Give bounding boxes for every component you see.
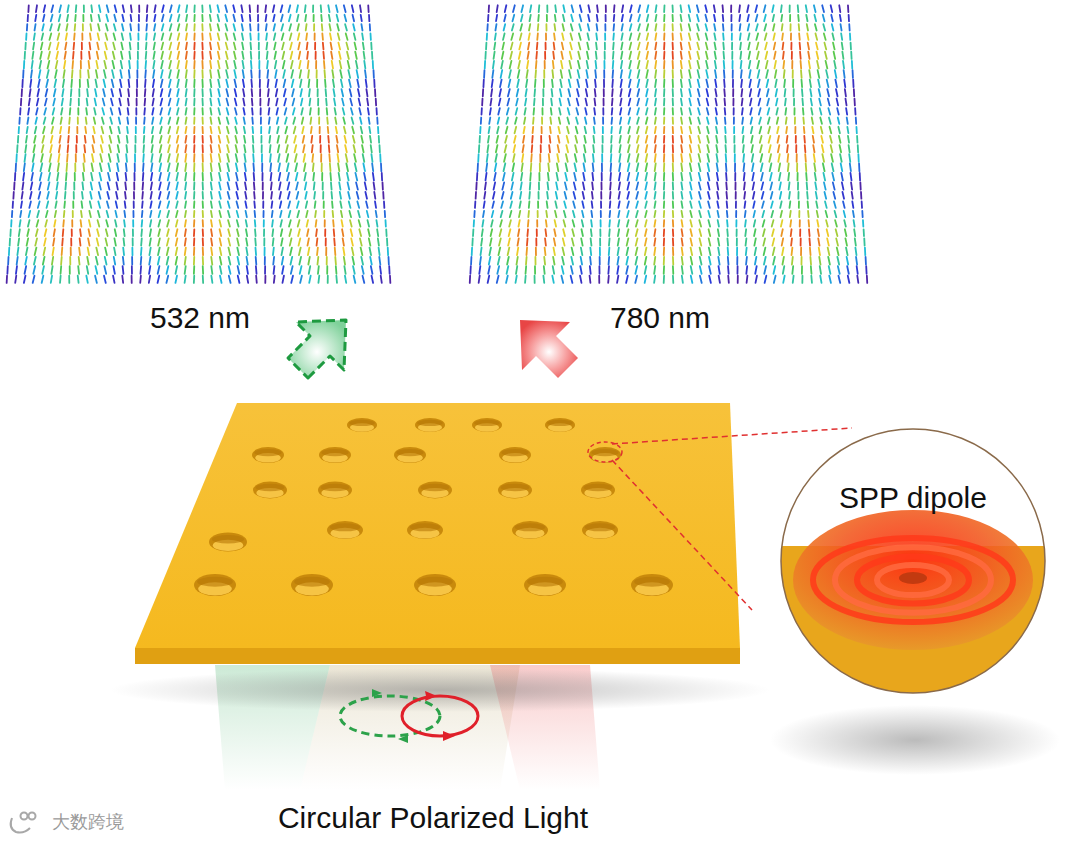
callout-outline [780,428,1046,694]
light-label: Circular Polarized Light [278,801,588,835]
callout-title: SPP dipole [839,481,987,515]
wavelength-label: 532 nm [150,301,250,335]
callout-circle: SPP dipole [780,428,1046,694]
watermark: 大数跨境 [52,810,124,834]
wavelength-label: 780 nm [610,301,710,335]
